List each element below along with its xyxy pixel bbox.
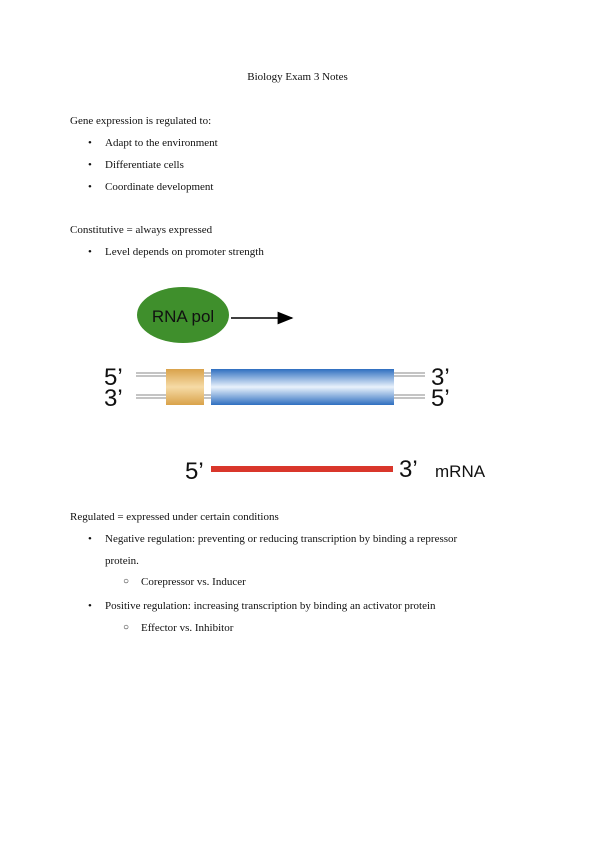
left-bottom-label: 3’ [104,385,123,412]
circle-bullet-icon: ○ [123,622,130,633]
page-title: Biology Exam 3 Notes [247,71,348,83]
section-heading-regulated: Regulated = expressed under certain cond… [70,511,279,523]
list-item: • Coordinate development [88,181,214,193]
sub-list-item: ○ Effector vs. Inhibitor [123,622,234,634]
sub-list-item: ○ Corepressor vs. Inducer [123,576,246,588]
mrna-right-label: 3’ [399,456,418,483]
section-heading-constitutive: Constitutive = always expressed [70,224,213,236]
bullet-icon: • [88,533,92,545]
mrna-strand [211,466,393,472]
list-item: • Negative regulation: preventing or red… [88,533,458,545]
mrna-left-label: 5’ [185,458,204,485]
right-bottom-label: 5’ [431,385,450,412]
list-item-continuation: protein. [105,555,139,567]
bullet-icon: • [88,137,92,149]
rna-polymerase [137,287,229,343]
bullet-icon: • [88,159,92,171]
section-heading-gene-expression: Gene expression is regulated to: [70,115,212,127]
list-item: • Adapt to the environment [88,137,218,149]
list-item: • Level depends on promoter strength [88,246,264,258]
list-item: • Differentiate cells [88,159,184,171]
mrna-label: mRNA [435,462,486,481]
list-item: • Positive regulation: increasing transc… [88,600,436,612]
bullet-icon: • [88,600,92,612]
circle-bullet-icon: ○ [123,576,130,587]
bullet-icon: • [88,246,92,258]
left-top-label: 5’ [104,364,123,391]
rna-pol-label: RNA pol [152,307,214,326]
right-top-label: 3’ [431,364,450,391]
bullet-icon: • [88,181,92,193]
promoter-region [166,369,204,405]
gene-region [211,369,394,405]
